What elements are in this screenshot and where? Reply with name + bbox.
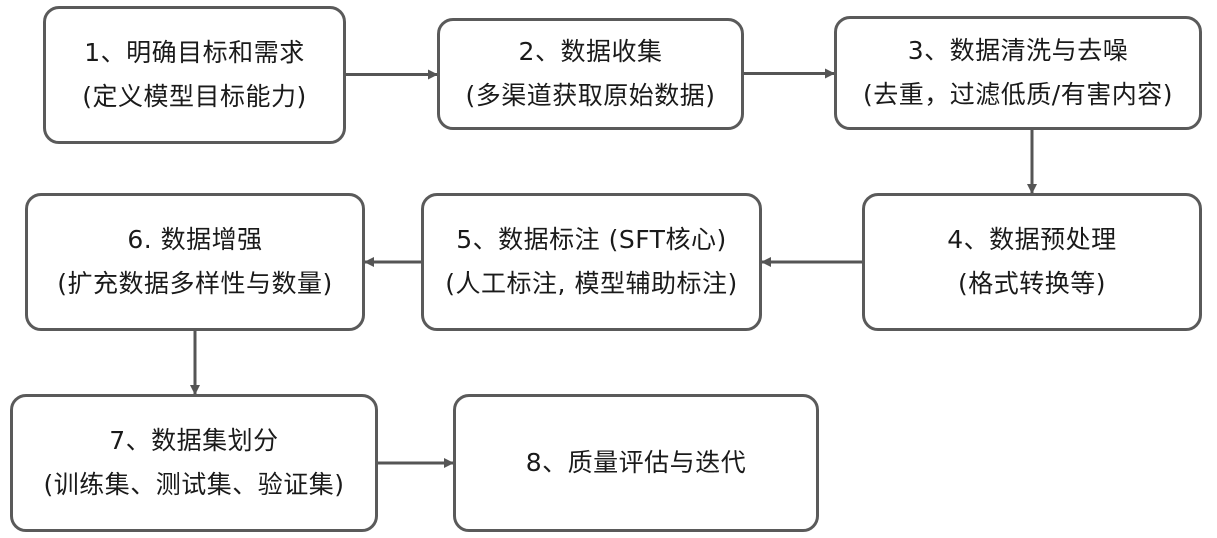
step-1-node: 1、明确目标和需求 (定义模型目标能力) xyxy=(43,6,346,144)
step-4-subtitle: (格式转换等) xyxy=(957,269,1106,298)
step-2-subtitle: (多渠道获取原始数据) xyxy=(465,81,716,110)
step-7-title: 7、数据集划分 xyxy=(109,426,279,455)
step-6-node: 6. 数据增强 (扩充数据多样性与数量) xyxy=(25,193,365,331)
step-5-title: 5、数据标注 (SFT核心) xyxy=(456,225,727,254)
step-2-node: 2、数据收集 (多渠道获取原始数据) xyxy=(437,18,744,130)
step-4-title: 4、数据预处理 xyxy=(947,225,1117,254)
step-1-title: 1、明确目标和需求 xyxy=(84,38,305,67)
step-1-subtitle: (定义模型目标能力) xyxy=(82,82,307,111)
step-3-title: 3、数据清洗与去噪 xyxy=(907,36,1129,65)
step-3-subtitle: (去重，过滤低质/有害内容) xyxy=(863,80,1173,109)
step-7-subtitle: (训练集、测试集、验证集) xyxy=(43,470,345,499)
step-3-node: 3、数据清洗与去噪 (去重，过滤低质/有害内容) xyxy=(834,16,1202,130)
step-6-title: 6. 数据增强 xyxy=(127,225,263,254)
step-5-node: 5、数据标注 (SFT核心) (人工标注, 模型辅助标注) xyxy=(421,193,762,331)
step-2-title: 2、数据收集 xyxy=(518,37,663,66)
step-4-node: 4、数据预处理 (格式转换等) xyxy=(862,193,1202,331)
step-7-node: 7、数据集划分 (训练集、测试集、验证集) xyxy=(10,394,378,532)
step-5-subtitle: (人工标注, 模型辅助标注) xyxy=(445,269,738,298)
step-6-subtitle: (扩充数据多样性与数量) xyxy=(57,269,333,298)
step-8-node: 8、质量评估与迭代 xyxy=(453,394,819,532)
step-8-title: 8、质量评估与迭代 xyxy=(525,448,747,477)
